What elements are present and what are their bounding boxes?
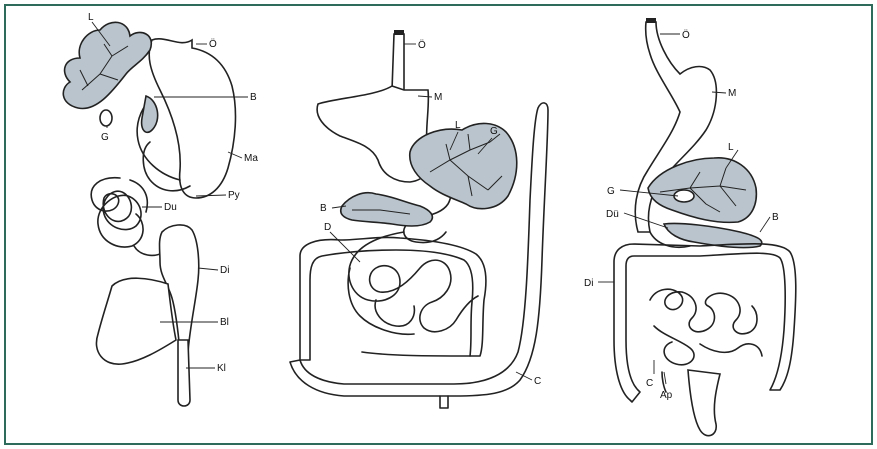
d1-label-g: G <box>101 132 109 143</box>
d1-liver <box>63 22 151 108</box>
d3-label-du: Dü <box>606 209 619 220</box>
diagram-1: L Ö B G Ma Py Du Di Bl Kl <box>63 12 258 406</box>
d3-small-intestine <box>650 289 762 365</box>
d3-label-m: M <box>728 88 736 99</box>
d2-liver <box>410 123 517 208</box>
d1-pancreas <box>142 96 158 132</box>
d1-label-b: B <box>250 92 257 103</box>
d2-label-o: Ö <box>418 39 426 51</box>
d1-label-du: Du <box>164 202 177 213</box>
d2-esophagus <box>392 34 404 90</box>
d2-label-d: D <box>324 222 331 233</box>
d1-label-l: L <box>88 12 94 23</box>
d1-label-ma: Ma <box>244 153 258 164</box>
d2-label-m: M <box>434 92 442 103</box>
d1-bladder <box>96 278 176 364</box>
d1-label-py: Py <box>228 190 240 201</box>
d1-label-di: Di <box>220 265 229 276</box>
d1-label-kl: Kl <box>217 363 226 374</box>
diagram-2: Ö M L G B D C <box>290 30 548 408</box>
d3-label-o: Ö <box>682 29 690 41</box>
d3-label-c: C <box>646 378 653 389</box>
d2-label-b: B <box>320 203 327 214</box>
d2-pancreas <box>341 193 433 226</box>
d3-label-ap: Ap <box>660 390 673 401</box>
diagram-3: Ö M L G Dü B Di C Ap <box>584 18 796 436</box>
d2-label-l: L <box>455 120 461 131</box>
d1-cloaca <box>178 340 190 406</box>
d2-label-g: G <box>490 126 498 137</box>
d3-label-di: Di <box>584 278 593 289</box>
d1-label-o: Ö <box>209 38 217 50</box>
d1-esophagus <box>149 39 235 198</box>
d3-rectum <box>688 370 720 436</box>
d2-rectum <box>440 396 448 408</box>
d3-label-l: L <box>728 142 734 153</box>
d1-gallbladder <box>100 110 112 126</box>
d3-label-b: B <box>772 212 779 223</box>
d1-duodenum <box>91 178 147 247</box>
d3-label-g: G <box>607 186 615 197</box>
d1-label-bl: Bl <box>220 317 229 328</box>
d2-label-c: C <box>534 376 541 387</box>
d2-large-intestine <box>300 237 486 360</box>
